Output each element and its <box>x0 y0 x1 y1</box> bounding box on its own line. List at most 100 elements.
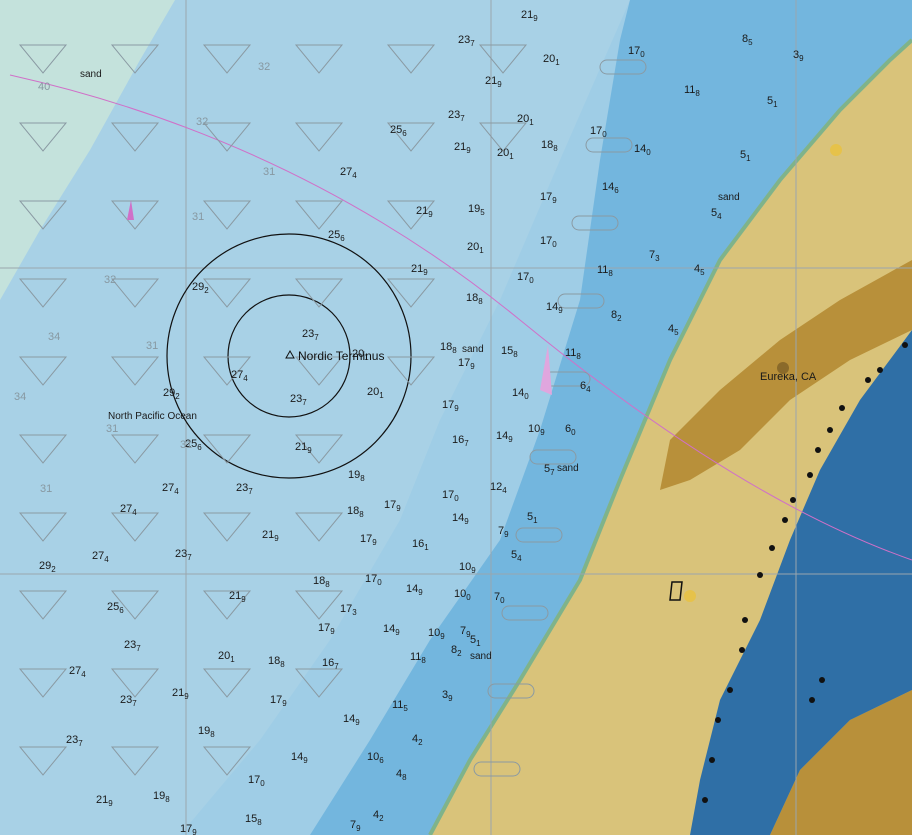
depth-sounding: 219 <box>262 529 279 543</box>
grey-depth-label: 32 <box>196 116 208 128</box>
depth-sounding: 167 <box>322 657 339 671</box>
sand-rounded-marker <box>473 761 521 777</box>
depth-sounding: 188 <box>440 341 457 355</box>
depth-sounding: 256 <box>390 124 407 138</box>
depth-sounding: 237 <box>302 328 319 342</box>
grey-depth-label: 34 <box>48 331 60 343</box>
harbour-feature-dot <box>902 342 908 348</box>
grey-depth-label: 31 <box>106 423 118 435</box>
depth-sounding: 54 <box>711 207 722 221</box>
seabed-triangle-marker <box>110 746 160 776</box>
depth-sounding: 79 <box>350 819 361 833</box>
depth-sounding: 170 <box>628 45 645 59</box>
depth-sounding: 179 <box>318 622 335 636</box>
seabed-triangle-marker <box>478 122 528 152</box>
seabed-triangle-marker <box>18 122 68 152</box>
depth-sounding: 48 <box>396 768 407 782</box>
depth-sounding: 161 <box>412 538 429 552</box>
depth-sounding: 42 <box>373 809 384 823</box>
depth-sounding: 106 <box>367 751 384 765</box>
harbour-feature-dot <box>839 405 845 411</box>
depth-sounding: 292 <box>192 281 209 295</box>
depth-sounding: 219 <box>172 687 189 701</box>
depth-sounding: 51 <box>527 511 538 525</box>
depth-sounding: 198 <box>153 790 170 804</box>
range-rings <box>166 233 412 479</box>
depth-sounding: 219 <box>416 205 433 219</box>
depth-sounding: 39 <box>442 689 453 703</box>
harbour-feature-dot <box>757 572 763 578</box>
depth-sounding: 109 <box>528 423 545 437</box>
depth-sounding: 42 <box>412 733 423 747</box>
grey-depth-label: 31 <box>180 439 192 451</box>
seabed-triangle-marker <box>202 278 252 308</box>
buoy-icon[interactable] <box>540 345 552 395</box>
depth-sounding: 51 <box>767 95 778 109</box>
grey-depth-label: 32 <box>258 61 270 73</box>
depth-sounding: 100 <box>454 588 471 602</box>
seabed-triangle-marker <box>18 590 68 620</box>
seabed-triangle-marker <box>202 668 252 698</box>
seabed-triangle-marker <box>202 590 252 620</box>
seabed-triangle-marker <box>18 746 68 776</box>
depth-sounding: 79 <box>498 525 509 539</box>
seabed-triangle-marker <box>386 200 436 230</box>
depth-sounding: 146 <box>602 181 619 195</box>
depth-sounding: 54 <box>511 549 522 563</box>
depth-sounding: 170 <box>540 235 557 249</box>
lighthouse-icon[interactable] <box>669 581 696 602</box>
depth-sounding: 118 <box>410 651 426 665</box>
harbour-feature-dot <box>865 377 871 383</box>
terminus-marker[interactable]: Nordic Terminus <box>285 349 384 363</box>
depth-sounding: 219 <box>454 141 471 155</box>
depth-sounding: 201 <box>218 650 235 664</box>
depth-sounding: 79 <box>460 625 471 639</box>
grey-depth-label: 31 <box>146 340 158 352</box>
depth-sounding: 140 <box>512 387 529 401</box>
seabed-triangle-marker <box>294 200 344 230</box>
depth-sounding: 170 <box>248 774 265 788</box>
depth-sounding: 188 <box>313 575 330 589</box>
depth-sounding: 219 <box>229 590 246 604</box>
depth-sounding: 179 <box>270 694 287 708</box>
depth-sounding: 237 <box>236 482 253 496</box>
depth-sounding: 237 <box>175 548 192 562</box>
depth-sounding: 198 <box>348 469 365 483</box>
harbour-feature-dot <box>827 427 833 433</box>
light-icon[interactable] <box>830 144 842 156</box>
depth-sounding: 167 <box>452 434 469 448</box>
seabed-triangle-marker <box>294 590 344 620</box>
harbour-feature-dot <box>815 447 821 453</box>
grey-depth-label: 40 <box>38 81 50 93</box>
depth-sounding: 201 <box>352 348 369 362</box>
seabed-triangle-marker <box>18 434 68 464</box>
beacon-icon[interactable] <box>127 200 134 220</box>
depth-sounding: 170 <box>365 573 382 587</box>
depth-sounding: 188 <box>541 139 558 153</box>
grey-depth-label: 34 <box>14 391 26 403</box>
seabed-triangle-marker <box>294 668 344 698</box>
depth-sounding: 149 <box>406 583 423 597</box>
harbour-features <box>702 342 908 803</box>
depth-sounding: 237 <box>124 639 141 653</box>
depth-sounding: 73 <box>649 249 660 263</box>
depth-sounding: 70 <box>494 591 505 605</box>
depth-sounding: 109 <box>428 627 445 641</box>
seabed-triangle-marker <box>202 200 252 230</box>
seabed-triangle-marker <box>202 44 252 74</box>
depth-sounding: 115 <box>392 699 408 713</box>
depth-sounding: 237 <box>120 694 137 708</box>
depth-sounding: 179 <box>442 399 459 413</box>
depth-sounding: 198 <box>198 725 215 739</box>
harbour-feature-dot <box>709 757 715 763</box>
seabed-triangle-marker <box>18 356 68 386</box>
harbour-feature-dot <box>769 545 775 551</box>
seabed-triangle-marker <box>110 434 160 464</box>
harbour-feature-dot <box>790 497 796 503</box>
depth-sounding: 256 <box>107 601 124 615</box>
harbour-feature-dot <box>809 697 815 703</box>
seabed-triangle-marker <box>386 356 436 386</box>
